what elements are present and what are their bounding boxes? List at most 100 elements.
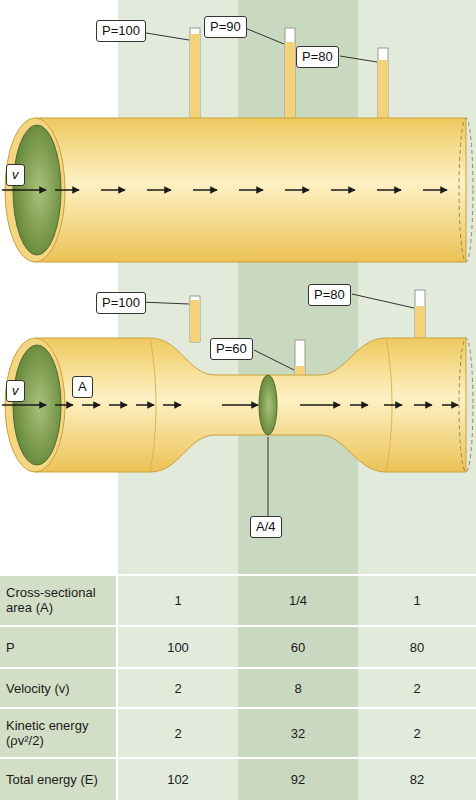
drawing-part: [190, 300, 200, 342]
callout-text: P=100: [102, 23, 140, 39]
area-callout: A: [72, 376, 93, 398]
drawing-part: [254, 350, 294, 370]
flow-arrow: [55, 189, 79, 191]
drawing-part: [190, 34, 200, 122]
table-cell: 80: [410, 640, 424, 655]
table-row-header: Cross-sectional area (A): [6, 585, 112, 615]
table-row-header: Total energy (E): [6, 772, 112, 787]
flow-arrow: [193, 189, 217, 191]
drawing-part: [459, 338, 473, 472]
table-cell: 92: [291, 772, 305, 787]
table-cell: 1: [174, 593, 181, 608]
drawing-part: [259, 375, 277, 435]
drawing-part: [35, 338, 466, 472]
flow-arrow: [331, 189, 355, 191]
callout-text: A/4: [256, 519, 276, 535]
inflow-arrows: [2, 190, 46, 405]
pressure-callout: P=80: [308, 284, 351, 306]
drawing-part: [55, 190, 458, 405]
table-cell: 8: [294, 681, 301, 696]
pressure-callout: P=100: [96, 20, 146, 42]
drawing-part: [0, 707, 476, 709]
drawing-part: [352, 294, 414, 308]
constricted-tube: [5, 338, 473, 472]
drawing-part: [268, 437, 269, 516]
table-cell: 100: [167, 640, 189, 655]
flow-arrow: [101, 189, 125, 191]
flow-arrow: [222, 404, 258, 406]
table-cell: 1/4: [289, 593, 307, 608]
table-cell: 2: [174, 681, 181, 696]
callout-text: P=80: [302, 49, 333, 65]
flow-arrow: [163, 404, 181, 406]
drawing-part: [0, 667, 476, 669]
drawing-part: [340, 56, 377, 62]
drawing-part: [0, 625, 476, 627]
callout-text: P=60: [216, 341, 247, 357]
drawing-part: [0, 757, 476, 759]
velocity-callout: v: [6, 164, 25, 186]
callout-text: v: [12, 383, 19, 399]
velocity-callout: v: [6, 380, 25, 402]
drawing-part: [35, 118, 466, 262]
callout-text: v: [12, 167, 19, 183]
drawing-part: [285, 42, 295, 122]
flow-arrow: [384, 404, 402, 406]
drawing-part: [295, 340, 305, 378]
drawing-part: [245, 28, 284, 44]
flow-arrow: [423, 189, 447, 191]
flow-arrow: [136, 404, 154, 406]
drawing-part: [459, 118, 473, 262]
drawing-part: [415, 306, 425, 342]
flow-arrow: [300, 404, 340, 406]
table-cell: 32: [291, 726, 305, 741]
drawing-part: [378, 60, 388, 122]
uniform-tube: [5, 118, 473, 262]
flow-arrow: [414, 404, 432, 406]
table-cell: 60: [291, 640, 305, 655]
table-row-header: Velocity (v): [6, 681, 112, 696]
flow-arrow: [82, 404, 100, 406]
standpipes-top: [190, 28, 388, 122]
pressure-callout: P=60: [210, 338, 253, 360]
drawing-part: [378, 48, 388, 122]
table-header-column: [0, 575, 116, 800]
table-cell: 2: [174, 726, 181, 741]
table-grid: [0, 575, 476, 800]
drawing-part: [415, 290, 425, 342]
table-cell: 102: [167, 772, 189, 787]
callout-pointers: [140, 28, 414, 516]
table-row-header: Kinetic energy (ρv²/2): [6, 718, 112, 748]
drawing-part: [2, 404, 46, 406]
table-cell: 82: [410, 772, 424, 787]
table-row-header: P: [6, 640, 112, 655]
flow-arrow: [350, 404, 368, 406]
pressure-callout: P=80: [296, 46, 339, 68]
callout-text: A: [78, 379, 87, 395]
flow-arrow: [239, 189, 263, 191]
flow-arrow: [109, 404, 127, 406]
drawing-part: [2, 189, 46, 191]
table-cell: 2: [413, 726, 420, 741]
area-callout: A/4: [250, 516, 282, 538]
pressure-callout: P=100: [96, 292, 146, 314]
flow-arrow: [377, 189, 401, 191]
pressure-callout: P=90: [204, 16, 247, 38]
flow-arrow: [442, 404, 458, 406]
drawing-part: [190, 296, 200, 342]
table-cell: 2: [413, 681, 420, 696]
table-cell: 1: [413, 593, 420, 608]
flow-arrow: [147, 189, 171, 191]
callout-text: P=80: [314, 287, 345, 303]
drawing-part: [190, 28, 200, 122]
flow-arrow: [55, 404, 73, 406]
flow-arrow: [285, 189, 309, 191]
drawing-part: [140, 302, 189, 304]
drawing-part: [116, 575, 118, 800]
drawing-part: [0, 574, 476, 576]
callout-text: P=100: [102, 295, 140, 311]
drawing-part: [285, 28, 295, 122]
drawing-part: [140, 32, 189, 40]
